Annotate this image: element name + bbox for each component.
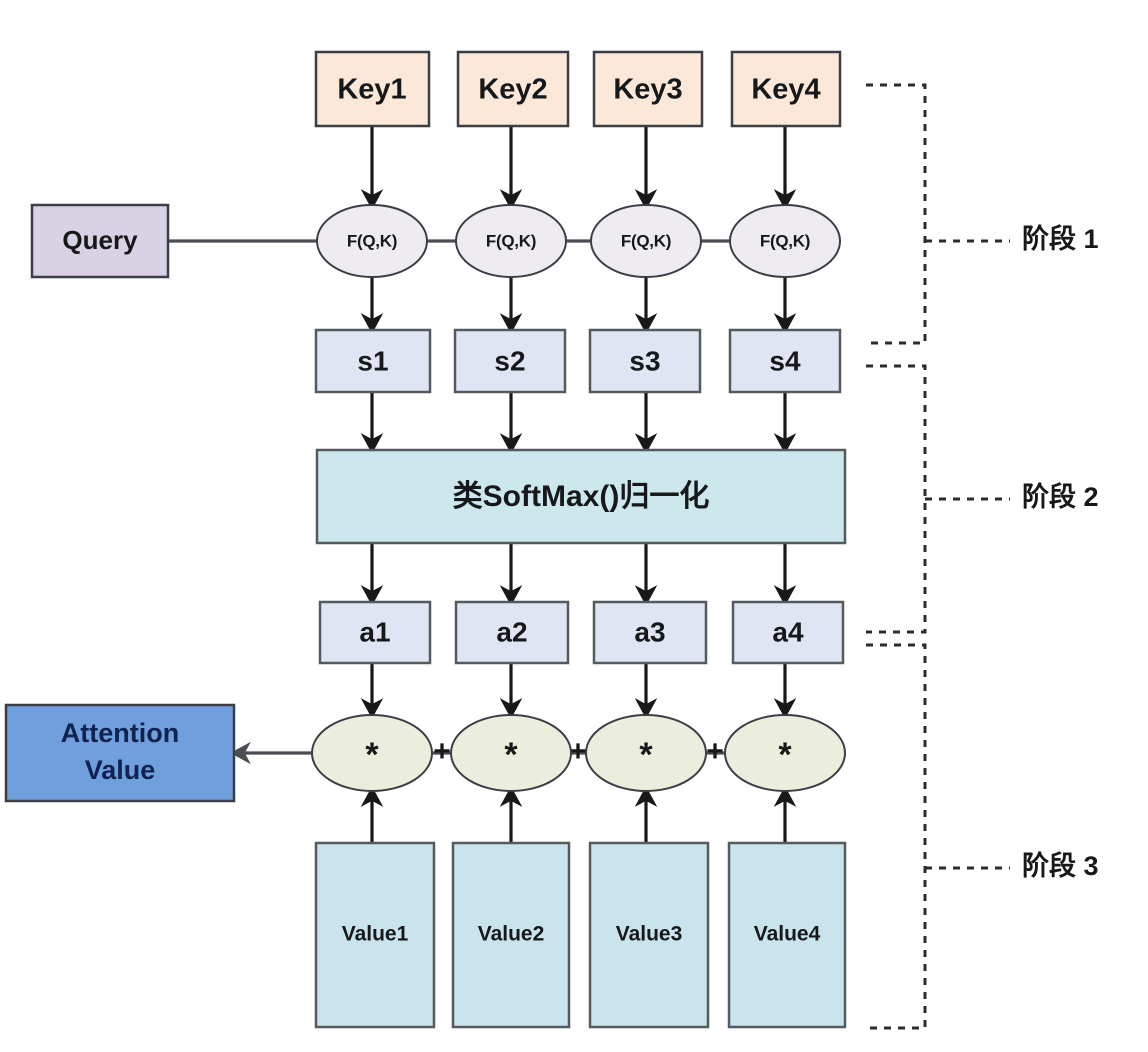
adder-symbol: + <box>569 735 587 768</box>
weight-label: a2 <box>496 616 527 647</box>
key-label: Key3 <box>613 74 682 106</box>
score-function-label: F(Q,K) <box>347 231 397 250</box>
score-box-3[interactable]: s3 <box>588 328 702 394</box>
multiply-row: * * * * <box>311 714 846 792</box>
stage-labels: 阶段 1 阶段 2 阶段 3 <box>1022 224 1099 881</box>
adder-symbol: + <box>433 735 451 768</box>
weight-box-2[interactable]: a2 <box>454 600 570 665</box>
attention-value-line1: Attention <box>61 718 179 748</box>
value-label: Value3 <box>616 923 683 946</box>
key-label: Key1 <box>337 74 406 106</box>
edges-value-to-multiply <box>360 786 797 843</box>
value-box-4[interactable]: Value4 <box>727 841 847 1029</box>
key-label: Key4 <box>751 74 820 106</box>
weight-label: a4 <box>772 616 804 647</box>
multiply-node-1[interactable]: * <box>311 714 433 792</box>
score-row: s1 s2 s3 s4 <box>314 328 842 394</box>
key-box-3[interactable]: Key3 <box>592 50 704 128</box>
score-label: s1 <box>357 345 388 376</box>
value-label: Value1 <box>342 923 409 946</box>
stage-label-3: 阶段 3 <box>1022 851 1099 881</box>
weight-box-1[interactable]: a1 <box>318 600 432 665</box>
weight-row: a1 a2 a3 a4 <box>318 600 845 665</box>
score-function-node-2[interactable]: F(Q,K) <box>455 204 567 278</box>
edges-softmax-to-weight <box>360 543 797 606</box>
weight-label: a1 <box>359 616 390 647</box>
weight-label: a3 <box>634 616 665 647</box>
key-box-4[interactable]: Key4 <box>730 50 842 128</box>
attention-value-line2: Value <box>85 755 156 785</box>
edges-key-to-fqk <box>360 126 797 210</box>
score-function-node-1[interactable]: F(Q,K) <box>316 204 428 278</box>
score-function-label: F(Q,K) <box>486 231 536 250</box>
score-function-label: F(Q,K) <box>760 231 810 250</box>
value-box-2[interactable]: Value2 <box>451 841 571 1029</box>
multiply-node-2[interactable]: * <box>450 714 572 792</box>
stage-brackets <box>866 83 1010 1030</box>
multiply-node-3[interactable]: * <box>585 714 707 792</box>
stage-1-bracket <box>866 83 927 345</box>
value-row: Value1 Value2 Value3 Value4 <box>314 841 847 1029</box>
stage-label-1: 阶段 1 <box>1022 224 1099 254</box>
score-function-label: F(Q,K) <box>621 231 671 250</box>
softmax-bar[interactable]: 类SoftMax()归一化 <box>315 448 847 545</box>
score-function-row: F(Q,K) F(Q,K) F(Q,K) F(Q,K) <box>316 204 841 278</box>
score-box-1[interactable]: s1 <box>314 328 432 394</box>
softmax-label: 类SoftMax()归一化 <box>453 480 710 513</box>
key-label: Key2 <box>478 74 547 106</box>
key-row: Key1 Key2 Key3 Key4 <box>314 50 842 128</box>
edges-score-to-softmax <box>360 392 797 454</box>
stage-3-bracket <box>866 643 927 1030</box>
key-box-1[interactable]: Key1 <box>314 50 431 128</box>
score-label: s3 <box>629 345 660 376</box>
value-box-3[interactable]: Value3 <box>588 841 710 1029</box>
score-function-node-3[interactable]: F(Q,K) <box>590 204 702 278</box>
score-function-node-4[interactable]: F(Q,K) <box>729 204 841 278</box>
attention-value-box[interactable]: Attention Value <box>4 703 236 803</box>
edges-weight-to-multiply <box>360 663 797 719</box>
score-box-4[interactable]: s4 <box>728 328 842 394</box>
score-label: s2 <box>494 345 525 376</box>
score-box-2[interactable]: s2 <box>453 328 567 394</box>
value-label: Value4 <box>754 923 821 946</box>
weight-box-3[interactable]: a3 <box>592 600 708 665</box>
stage-label-2: 阶段 2 <box>1022 482 1099 512</box>
value-label: Value2 <box>478 923 545 946</box>
multiply-label: * <box>365 736 379 774</box>
stage-2-bracket <box>866 364 927 634</box>
weight-box-4[interactable]: a4 <box>731 600 845 665</box>
multiply-node-4[interactable]: * <box>724 714 846 792</box>
value-box-1[interactable]: Value1 <box>314 841 436 1029</box>
multiply-label: * <box>639 736 653 774</box>
adder-symbol: + <box>706 735 724 768</box>
edges-fqk-to-score <box>360 277 797 334</box>
score-label: s4 <box>769 345 801 376</box>
query-box[interactable]: Query <box>30 203 170 279</box>
key-box-2[interactable]: Key2 <box>456 50 570 128</box>
adder-symbols: + + + <box>433 735 724 768</box>
multiply-label: * <box>778 736 792 774</box>
query-label: Query <box>62 225 138 255</box>
multiply-label: * <box>504 736 518 774</box>
